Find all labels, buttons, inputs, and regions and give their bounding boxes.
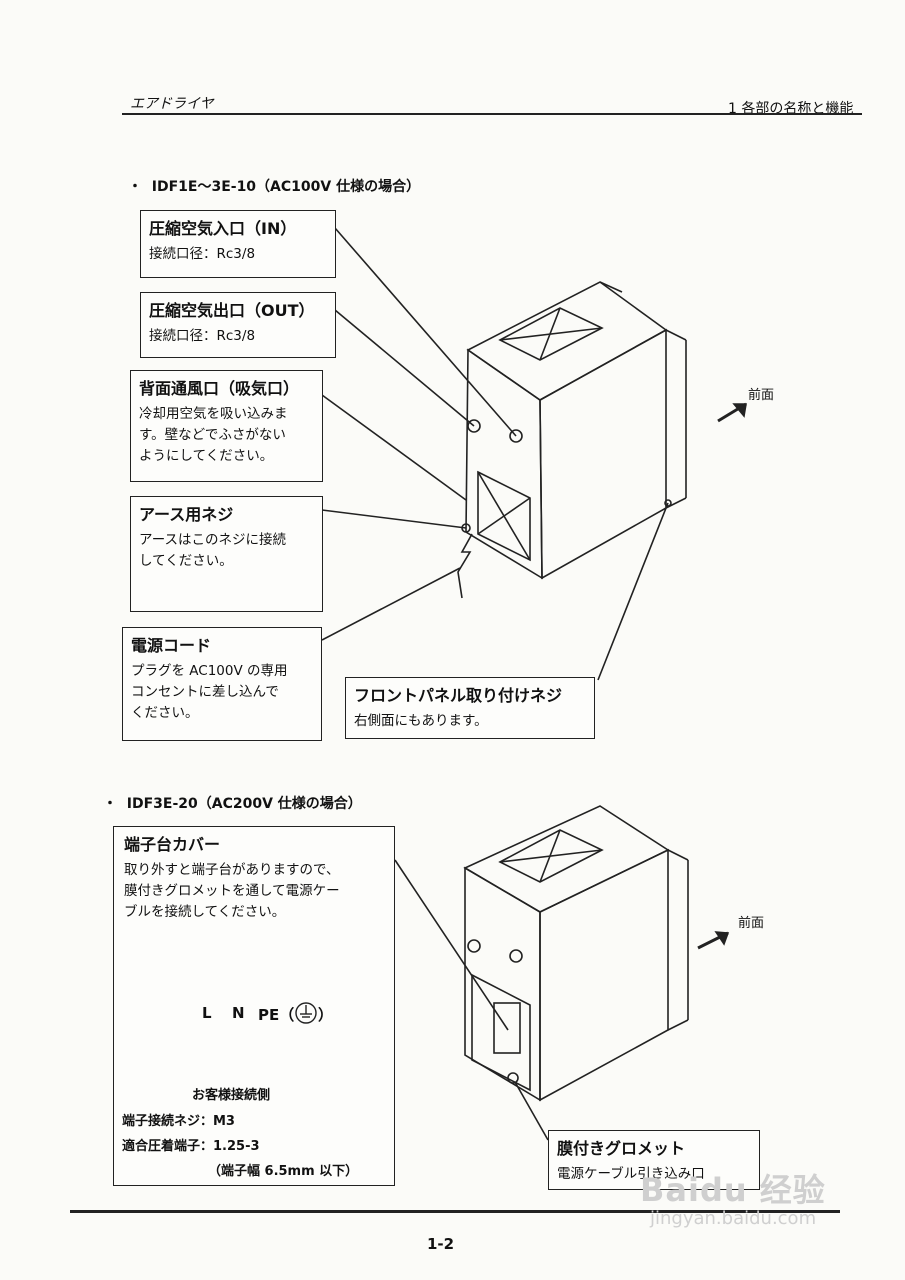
footer-rule <box>70 1210 840 1213</box>
watermark-url: jingyan.baidu.com <box>650 1208 817 1229</box>
page-number: 1-2 <box>427 1235 455 1253</box>
label-rear-vent: 背面通風口（吸気口） 冷却用空気を吸い込みま す。壁などでふさがない ようにして… <box>130 370 323 482</box>
spec-terminal: 適合圧着端子：1.25-3 <box>122 1139 260 1154</box>
section1-title: ・ IDF1E～3E-10（AC100V 仕様の場合） <box>128 179 421 195</box>
dryer-unit-2 <box>463 805 730 1102</box>
front-label-2: 前面 <box>738 916 765 931</box>
customer-side-label: お客様接続側 <box>192 1088 271 1103</box>
watermark-logo: Baidu 经验 <box>640 1171 826 1209</box>
header-title: エアドライヤ <box>130 96 214 112</box>
label-terminal-cover: 端子台カバー 取り外すと端子台がありますので、 膜付きグロメットを通して電源ケー… <box>113 826 395 1186</box>
front-label-1: 前面 <box>748 388 775 403</box>
label-power-cord: 電源コード プラグを AC100V の専用 コンセントに差し込んで ください。 <box>122 627 322 741</box>
spec-terminal-width: （端子幅 6.5mm 以下） <box>208 1164 359 1179</box>
spec-screw: 端子接続ネジ：M3 <box>122 1114 235 1129</box>
section2-title: ・ IDF3E-20（AC200V 仕様の場合） <box>103 796 362 812</box>
label-grommet: 膜付きグロメット 電源ケーブル引き込み口 <box>548 1130 760 1190</box>
label-air-outlet: 圧縮空気出口（OUT） 接続口径：Rc3/8 <box>140 292 336 358</box>
label-earth-screw: アース用ネジ アースはこのネジに接続 してください。 <box>130 496 323 612</box>
label-air-inlet: 圧縮空気入口（IN） 接続口径：Rc3/8 <box>140 210 336 278</box>
header-rule <box>122 113 862 115</box>
label-front-panel-screw: フロントパネル取り付けネジ 右側面にもあります。 <box>345 677 595 739</box>
